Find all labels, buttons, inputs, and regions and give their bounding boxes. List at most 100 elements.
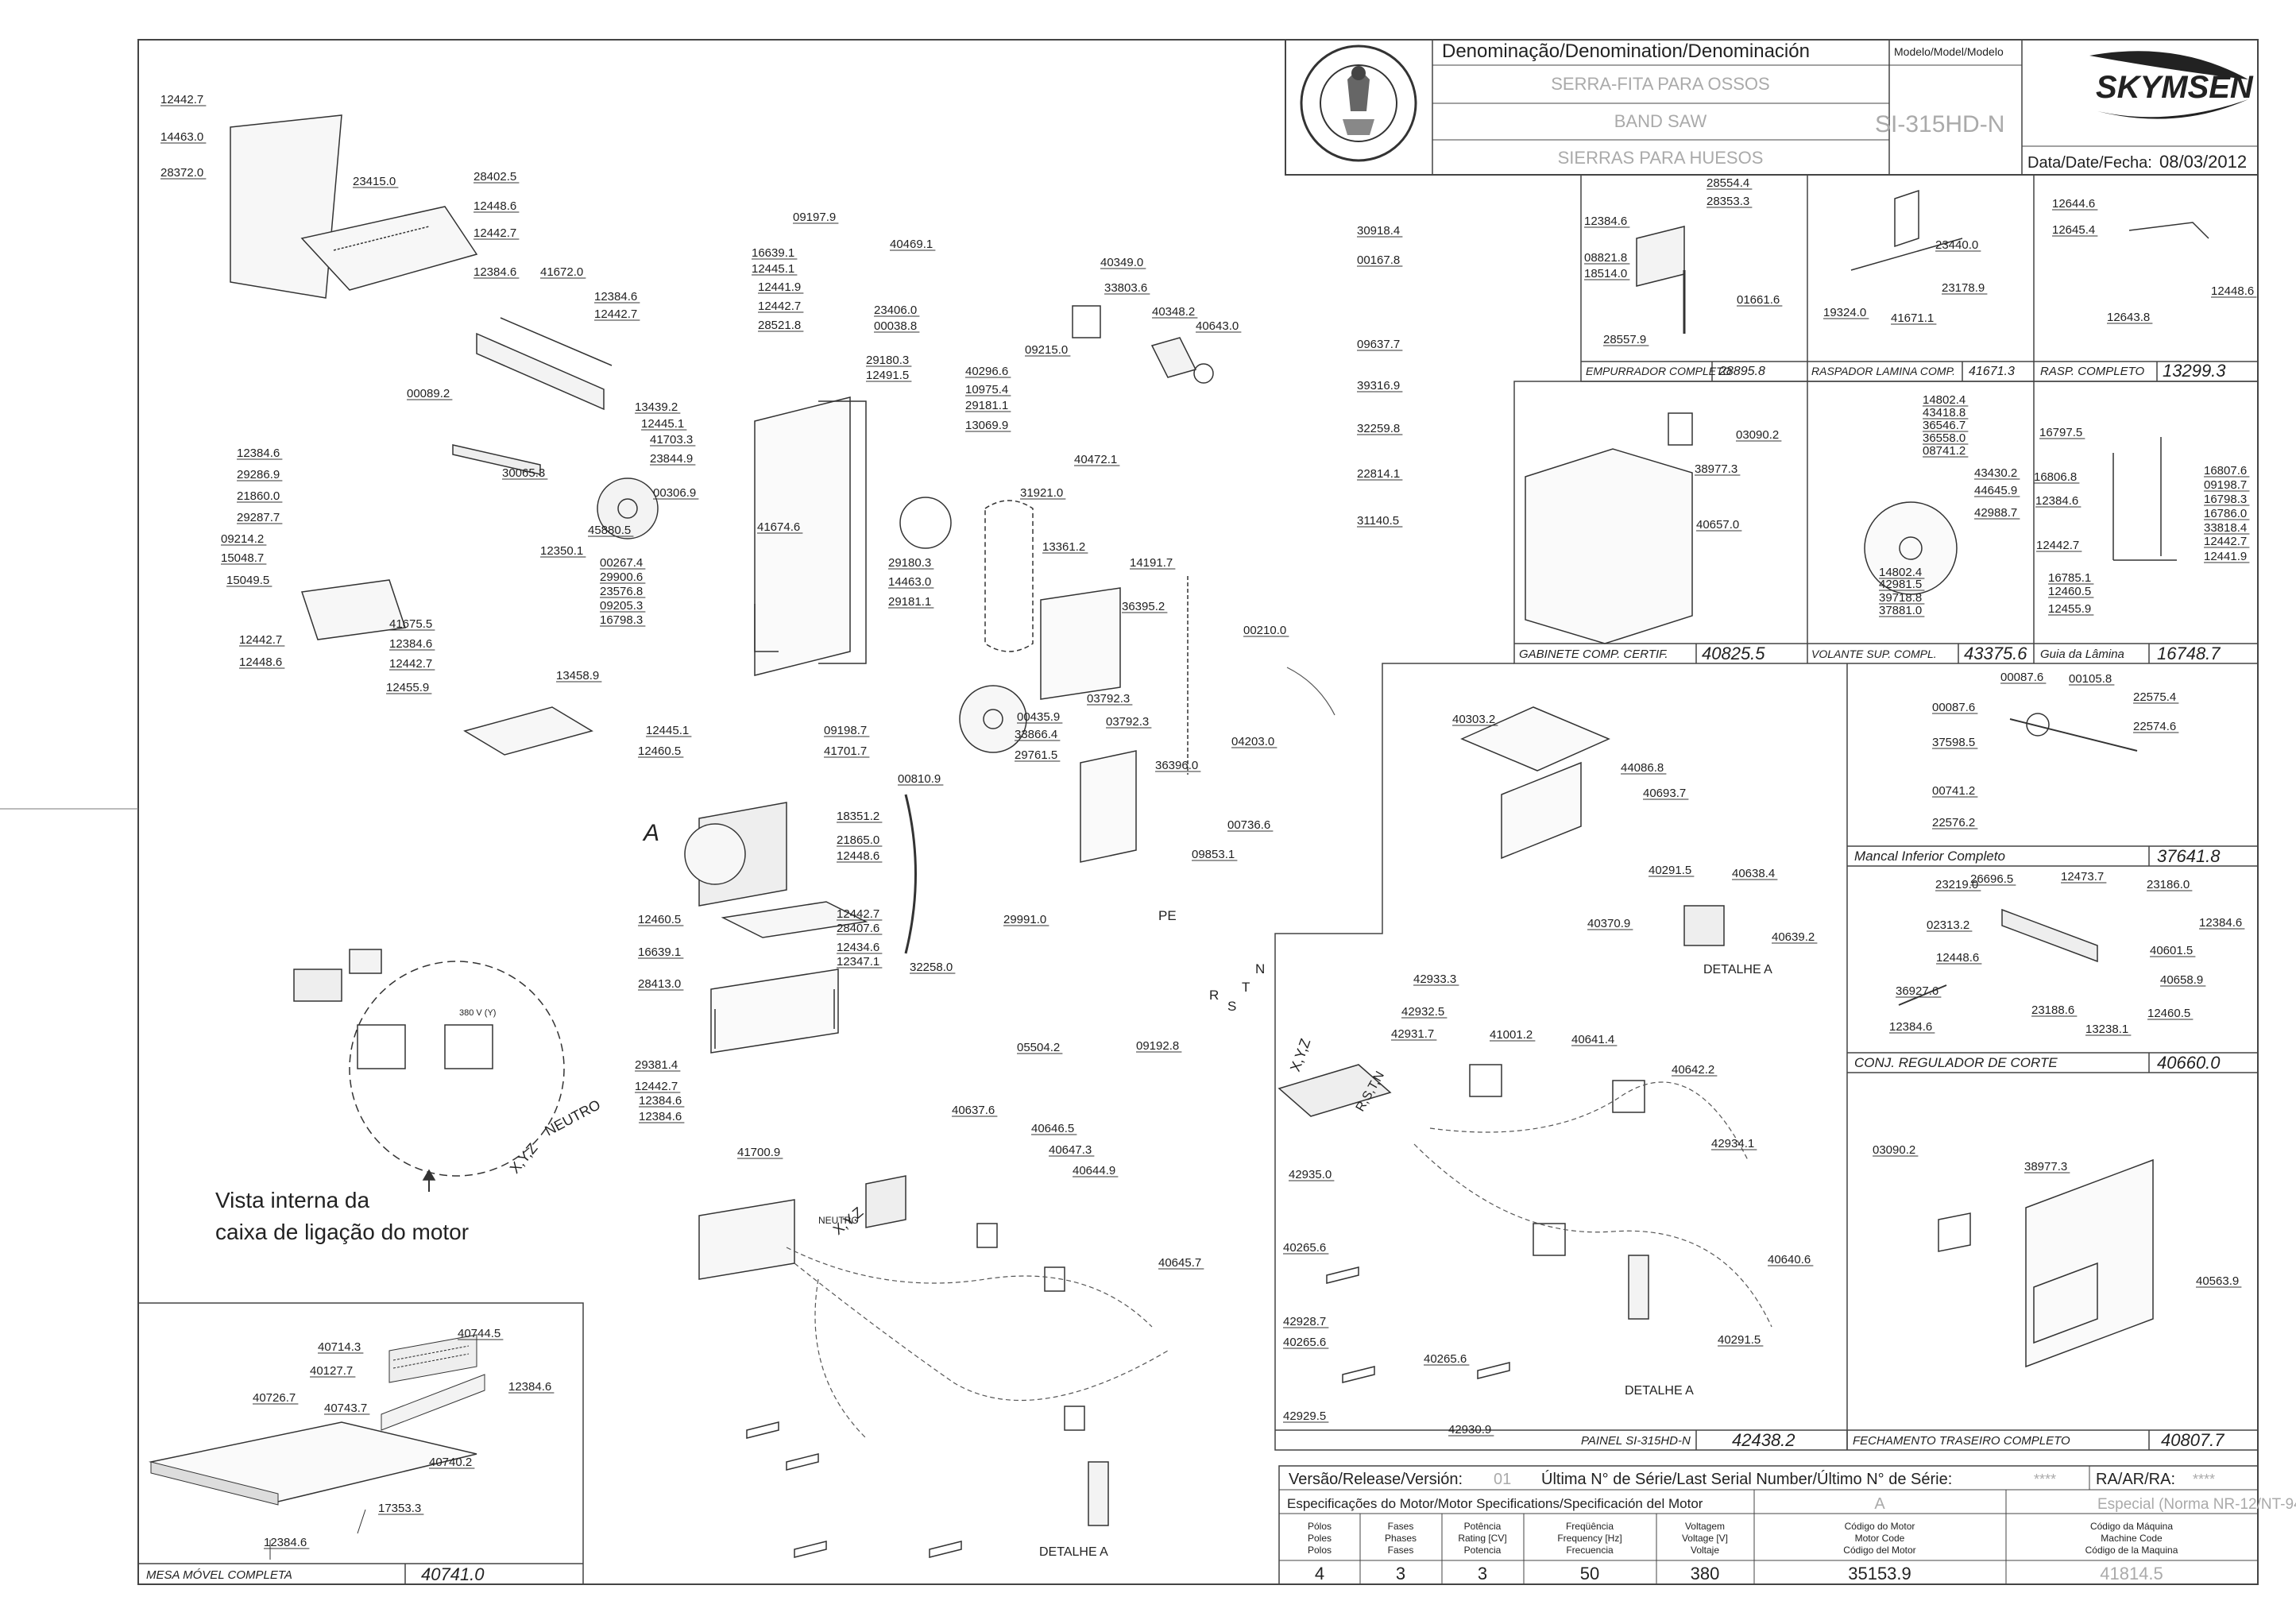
- part-number-label: 29761.5: [1015, 748, 1057, 762]
- part-number-label: 37881.0: [1879, 604, 1922, 617]
- part-number-label: 33803.6: [1104, 281, 1147, 295]
- part-number-label: 42930.9: [1448, 1423, 1491, 1436]
- brand-logo: SKYMSEN: [2089, 51, 2254, 119]
- motor-view-caption-1: Vista interna da: [215, 1188, 369, 1212]
- part-number-label: 09197.9: [793, 211, 836, 224]
- model-code: SI-315HD-N: [1875, 111, 2004, 137]
- part-number-label: 40349.0: [1100, 256, 1143, 269]
- col-h1: Fases: [1388, 1521, 1414, 1532]
- part-number-label: 36927.6: [1896, 984, 1938, 998]
- part-number-label: 12473.7: [2061, 870, 2104, 884]
- part-number-label: 29181.1: [888, 595, 931, 609]
- part-number-label: 41703.3: [650, 433, 693, 447]
- part-number-label: 43418.8: [1923, 406, 1966, 420]
- part-number-label: 14802.4: [1923, 393, 1966, 407]
- part-number-label: 15048.7: [221, 551, 264, 565]
- part-number-label: 12445.1: [752, 262, 794, 276]
- part-number-label: 12384.6: [1889, 1020, 1932, 1034]
- part-number-label: 12442.7: [837, 907, 879, 921]
- part-number-label: 40370.9: [1587, 917, 1630, 930]
- wiring: [786, 667, 1772, 1439]
- part-number-label: 13069.9: [965, 419, 1008, 432]
- part-number-label: 00089.2: [407, 387, 450, 400]
- part-number-label: 23576.8: [600, 585, 643, 598]
- part-number-label: 12384.6: [264, 1536, 307, 1549]
- model-header: Modelo/Model/Modelo: [1894, 45, 2004, 58]
- part-number-label: 42988.7: [1974, 506, 2017, 520]
- part-number-label: 12384.6: [389, 637, 432, 651]
- part-number-label: 14463.0: [160, 130, 203, 144]
- col-h2: Motor Code: [1855, 1533, 1905, 1544]
- part-number-label: 42933.3: [1413, 972, 1456, 986]
- inset-panel-labels: EMPURRADOR COMPLETO 28895.8 RASPADOR LAM…: [1519, 361, 2226, 1450]
- part-number-label: 40601.5: [2150, 944, 2193, 957]
- part-number-label: 00810.9: [898, 772, 941, 786]
- part-number-label: 40644.9: [1073, 1164, 1115, 1177]
- part-number-label: 12448.6: [1936, 951, 1979, 965]
- drawing-frame: [137, 39, 2259, 1585]
- last-serial-value: ****: [2034, 1471, 2056, 1487]
- part-number-label: 28402.5: [474, 170, 516, 184]
- col-h2: Phases: [1385, 1533, 1417, 1544]
- part-number-label: 00167.8: [1357, 253, 1400, 267]
- col-h1: Código da Máquina: [2090, 1521, 2173, 1532]
- part-number-label: 18351.2: [837, 810, 879, 823]
- part-number-label: 42932.5: [1401, 1005, 1444, 1019]
- part-number-label: 23406.0: [874, 304, 917, 317]
- part-number-label: 40472.1: [1074, 453, 1117, 466]
- part-number-label: 14463.0: [888, 575, 931, 589]
- col-value: 3: [1396, 1564, 1405, 1583]
- part-number-label: 42929.5: [1283, 1409, 1326, 1423]
- part-number-label: 12384.6: [474, 265, 516, 279]
- col-h1: Voltagem: [1685, 1521, 1725, 1532]
- part-number-label: 12445.1: [641, 417, 684, 431]
- part-number-label: 37598.5: [1932, 736, 1975, 749]
- part-number-label: 16798.3: [2204, 493, 2247, 506]
- part-number-label: 16807.6: [2204, 464, 2247, 478]
- part-number-label: 44086.8: [1621, 761, 1664, 775]
- part-number-label: 12347.1: [837, 955, 879, 969]
- mesa-movel-inset: MESA MÓVEL COMPLETA 40741.0: [137, 1302, 584, 1585]
- part-number-label: 42935.0: [1289, 1168, 1332, 1181]
- part-number-label: 12442.7: [635, 1080, 678, 1093]
- part-number-label: 03090.2: [1873, 1143, 1915, 1157]
- part-number-label: 12442.7: [2204, 535, 2247, 548]
- special-label: Especial (Norma NR-12/NT-94): [2097, 1496, 2296, 1513]
- voltage-box-label: 380 V (Y): [459, 1008, 496, 1018]
- part-number-label: 29900.6: [600, 570, 643, 584]
- col-h2: Frequency [Hz]: [1557, 1533, 1622, 1544]
- panel-code: 13299.3: [2163, 361, 2226, 381]
- part-number-label: 40645.7: [1158, 1256, 1201, 1270]
- part-number-label: 42934.1: [1711, 1137, 1754, 1150]
- part-number-label: 41671.1: [1891, 311, 1934, 325]
- ra-label: RA/AR/RA:: [2096, 1471, 2175, 1488]
- part-number-label: 09198.7: [2204, 478, 2247, 492]
- part-number-label: 08741.2: [1923, 444, 1966, 458]
- part-number-label: 12460.5: [2147, 1007, 2190, 1020]
- part-number-label: 40642.2: [1672, 1063, 1714, 1077]
- panel-label: Guia da Lâmina: [2040, 648, 2124, 661]
- panel-code: 43375.6: [1964, 644, 2027, 663]
- part-number-label: 21865.0: [837, 833, 879, 847]
- part-number-label: 00087.6: [1932, 701, 1975, 714]
- part-number-label: 38977.3: [2024, 1160, 2067, 1174]
- name-en: BAND SAW: [1614, 111, 1707, 131]
- part-number-label: 29180.3: [866, 354, 909, 367]
- part-number-label: 02313.2: [1927, 918, 1969, 932]
- part-number-label: 12644.6: [2052, 197, 2095, 211]
- part-number-label: 23415.0: [353, 175, 396, 188]
- part-number-label: 12491.5: [866, 369, 909, 382]
- inset-grid: [1274, 174, 2259, 1451]
- part-number-label: 28521.8: [758, 319, 801, 332]
- neutro-label-box: NEUTRO: [818, 1215, 859, 1226]
- motor-spec-header: Especificações do Motor/Motor Specificat…: [1287, 1496, 1703, 1511]
- part-number-label: 10975.4: [965, 383, 1008, 396]
- panel-label: PAINEL SI-315HD-N: [1581, 1434, 1691, 1448]
- part-number-label: 40646.5: [1031, 1122, 1074, 1135]
- part-number-label: 22576.2: [1932, 816, 1975, 829]
- xyz-label-panel: X,Y,Z: [1287, 1036, 1313, 1073]
- part-number-label: 00267.4: [600, 556, 643, 570]
- detail-a-label: DETALHE A: [1703, 963, 1772, 976]
- part-sketches: [230, 114, 2209, 1558]
- col-h2: Rating [CV]: [1458, 1533, 1506, 1544]
